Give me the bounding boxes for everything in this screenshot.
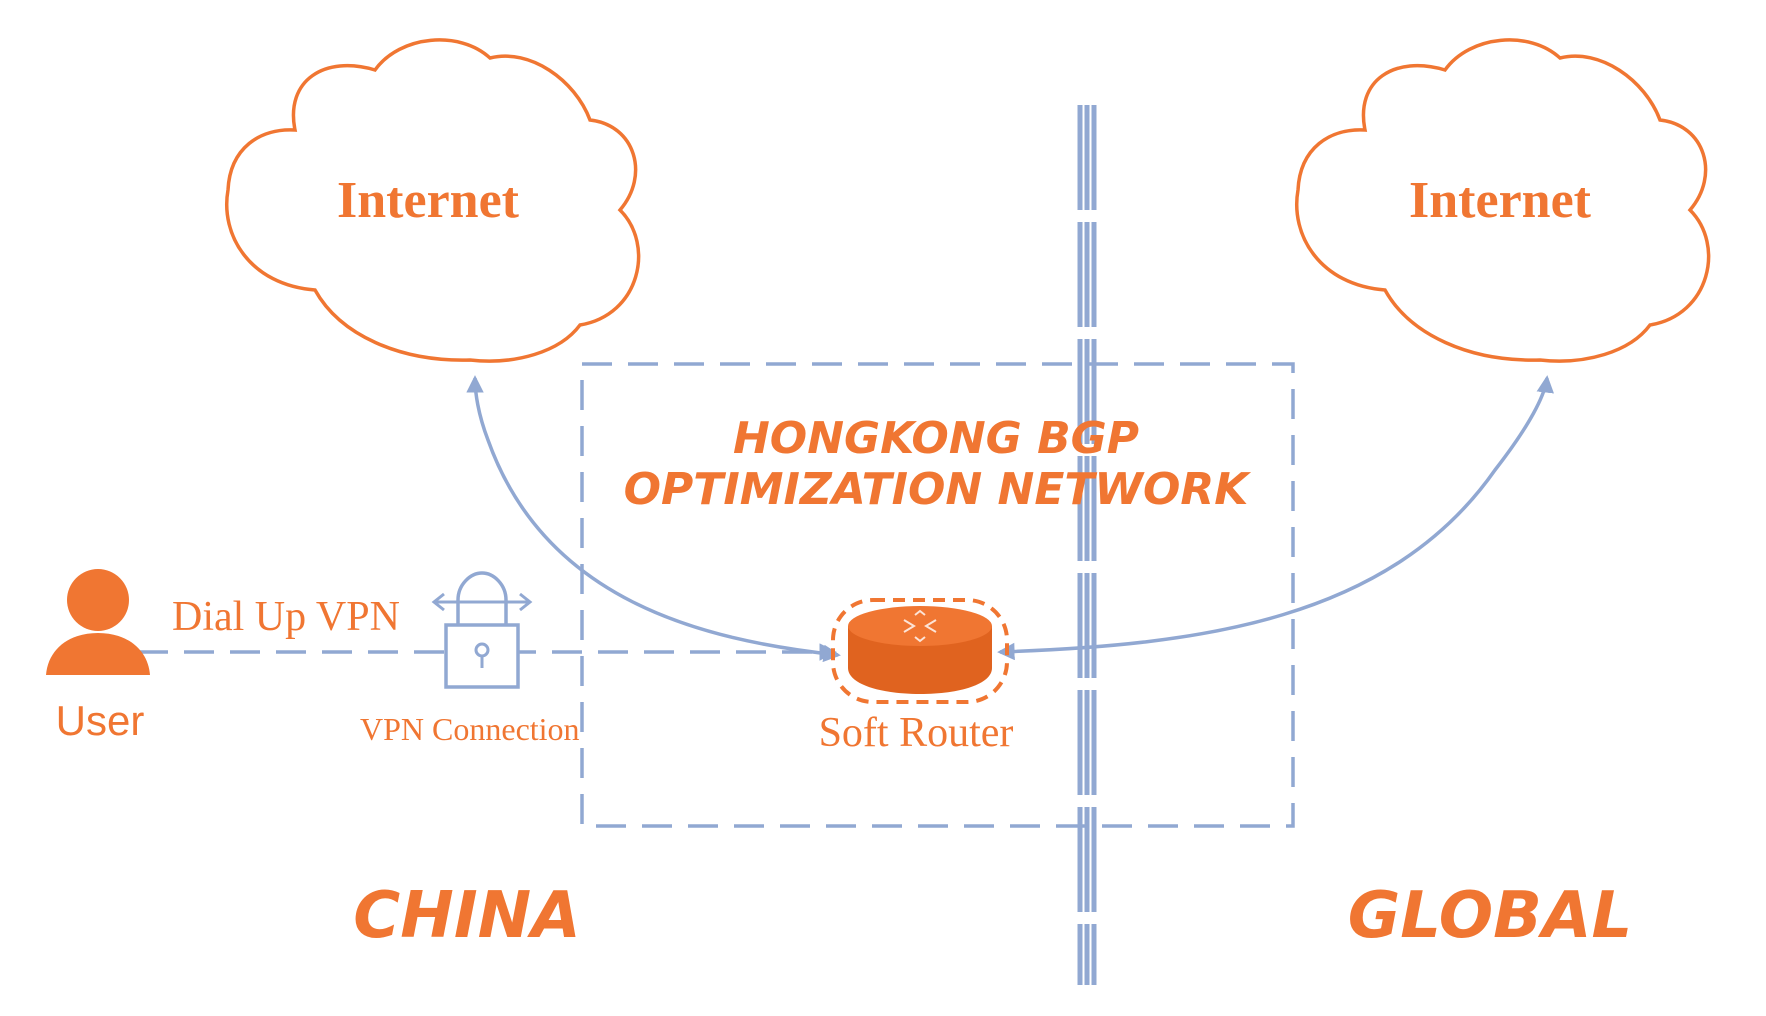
bgp-network-title-line2: OPTIMIZATION NETWORK — [624, 464, 1252, 515]
soft-router-node: Soft Router — [819, 598, 1014, 756]
padlock-icon — [431, 571, 533, 689]
bgp-network-title-line1: HONGKONG BGP — [733, 413, 1139, 464]
user-label: User — [56, 697, 145, 744]
cloud-icon — [1295, 38, 1711, 363]
region-label-china: CHINA — [353, 879, 580, 953]
border-divider — [1077, 105, 1097, 985]
china-internet-label: Internet — [337, 172, 520, 229]
region-label-global: GLOBAL — [1348, 879, 1633, 953]
global-internet-label: Internet — [1409, 172, 1592, 229]
vpn-connection-label: VPN Connection — [360, 711, 580, 747]
router-icon — [848, 606, 992, 694]
user-icon — [46, 569, 150, 675]
global-internet-arrow — [997, 375, 1554, 661]
soft-router-label: Soft Router — [819, 710, 1014, 756]
dial-up-vpn-label: Dial Up VPN — [172, 594, 400, 640]
router-selection-outline — [831, 598, 1009, 704]
cloud-icon — [225, 38, 641, 363]
china-internet-arrow — [466, 375, 841, 663]
user-node: User — [46, 569, 150, 744]
china-internet-cloud: Internet — [225, 38, 641, 363]
global-internet-cloud: Internet — [1295, 38, 1711, 363]
